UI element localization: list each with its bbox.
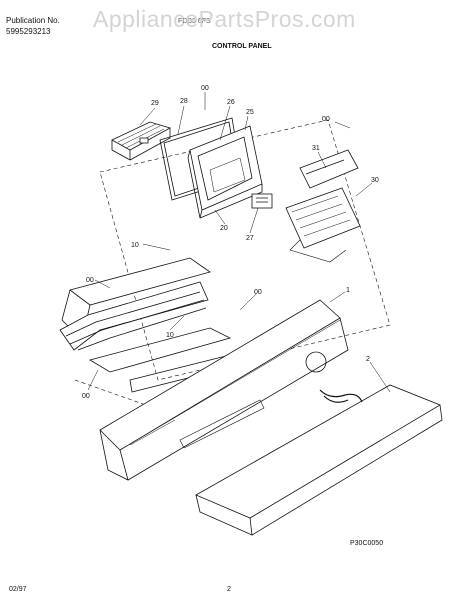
- callout-1: 1: [346, 287, 350, 294]
- callout-28: 28: [180, 98, 188, 105]
- wire-harness: [319, 389, 363, 403]
- figure-code: P30C0050: [350, 540, 384, 547]
- part-2-overlay: [195, 384, 443, 536]
- footer-date: 02/97: [9, 586, 27, 593]
- publication-number: 5995293213: [6, 27, 51, 36]
- callout-25: 25: [246, 109, 254, 116]
- callout-00: 00: [254, 289, 262, 296]
- part-29-vent-panel: [111, 121, 172, 161]
- callout-00: 00: [322, 116, 330, 123]
- part-27-switch: [251, 193, 273, 209]
- callout-00: 00: [201, 85, 209, 92]
- callout-20: 20: [220, 225, 228, 232]
- callout-26: 26: [227, 99, 235, 106]
- model-number: FDB3 6FS: [178, 18, 211, 25]
- page-number: 2: [227, 586, 231, 593]
- part-25-window-frame: [187, 125, 263, 219]
- part-1-control-panel: [99, 299, 349, 481]
- callout-00: 00: [82, 393, 90, 400]
- part-30-control-board: [285, 187, 361, 263]
- leader-lines: [87, 92, 391, 393]
- callout-2: 2: [366, 356, 370, 363]
- section-title: CONTROL PANEL: [212, 43, 272, 50]
- callout-10: 10: [166, 332, 174, 339]
- part-inner-housing: [59, 257, 211, 351]
- watermark: AppliancePartsPros.com: [93, 6, 356, 32]
- callout-00: 00: [86, 277, 94, 284]
- callout-27: 27: [246, 235, 254, 242]
- publication-label: Publication No.: [6, 16, 60, 25]
- part-31-bracket: [299, 149, 359, 189]
- callout-30: 30: [371, 177, 379, 184]
- callout-10: 10: [131, 242, 139, 249]
- callout-labels: 29 28 00 26 25 00 31 30 20 27 10 00 00 1…: [82, 85, 379, 400]
- callout-31: 31: [312, 145, 320, 152]
- dashed-frame-lower: [74, 379, 161, 411]
- callout-29: 29: [151, 100, 159, 107]
